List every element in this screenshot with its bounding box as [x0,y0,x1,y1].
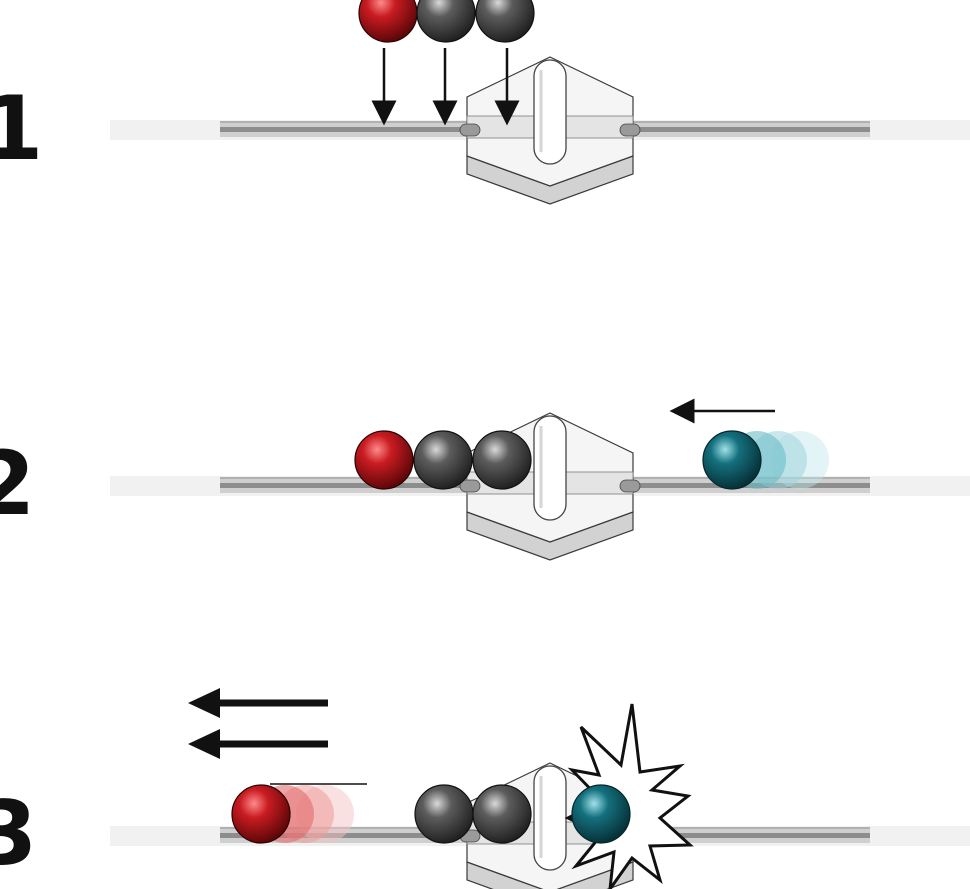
gray-ball-icon [413,430,473,490]
teal-ball-icon [702,430,762,490]
gray-ball-icon [472,784,532,844]
red-ball-icon [354,430,414,490]
step-number-2: 2 [0,432,36,535]
teal-ball-icon [571,784,631,844]
red-ball-icon [358,0,418,43]
left-arrow-icon [188,729,220,759]
rail-block-assembly-2 [108,411,970,562]
left-arrow-icon [188,688,220,718]
gray-ball-icon [472,430,532,490]
step-number-3: 3 [0,782,38,885]
gray-ball-icon [475,0,535,43]
step-3-group [108,688,970,889]
gray-ball-icon [414,784,474,844]
gray-ball-icon [416,0,476,43]
rail-block-assembly-1 [108,55,970,206]
step-number-1: 1 [0,77,44,180]
step-1-group [108,0,970,206]
step-2-group [108,398,970,562]
red-ball-icon [231,784,291,844]
